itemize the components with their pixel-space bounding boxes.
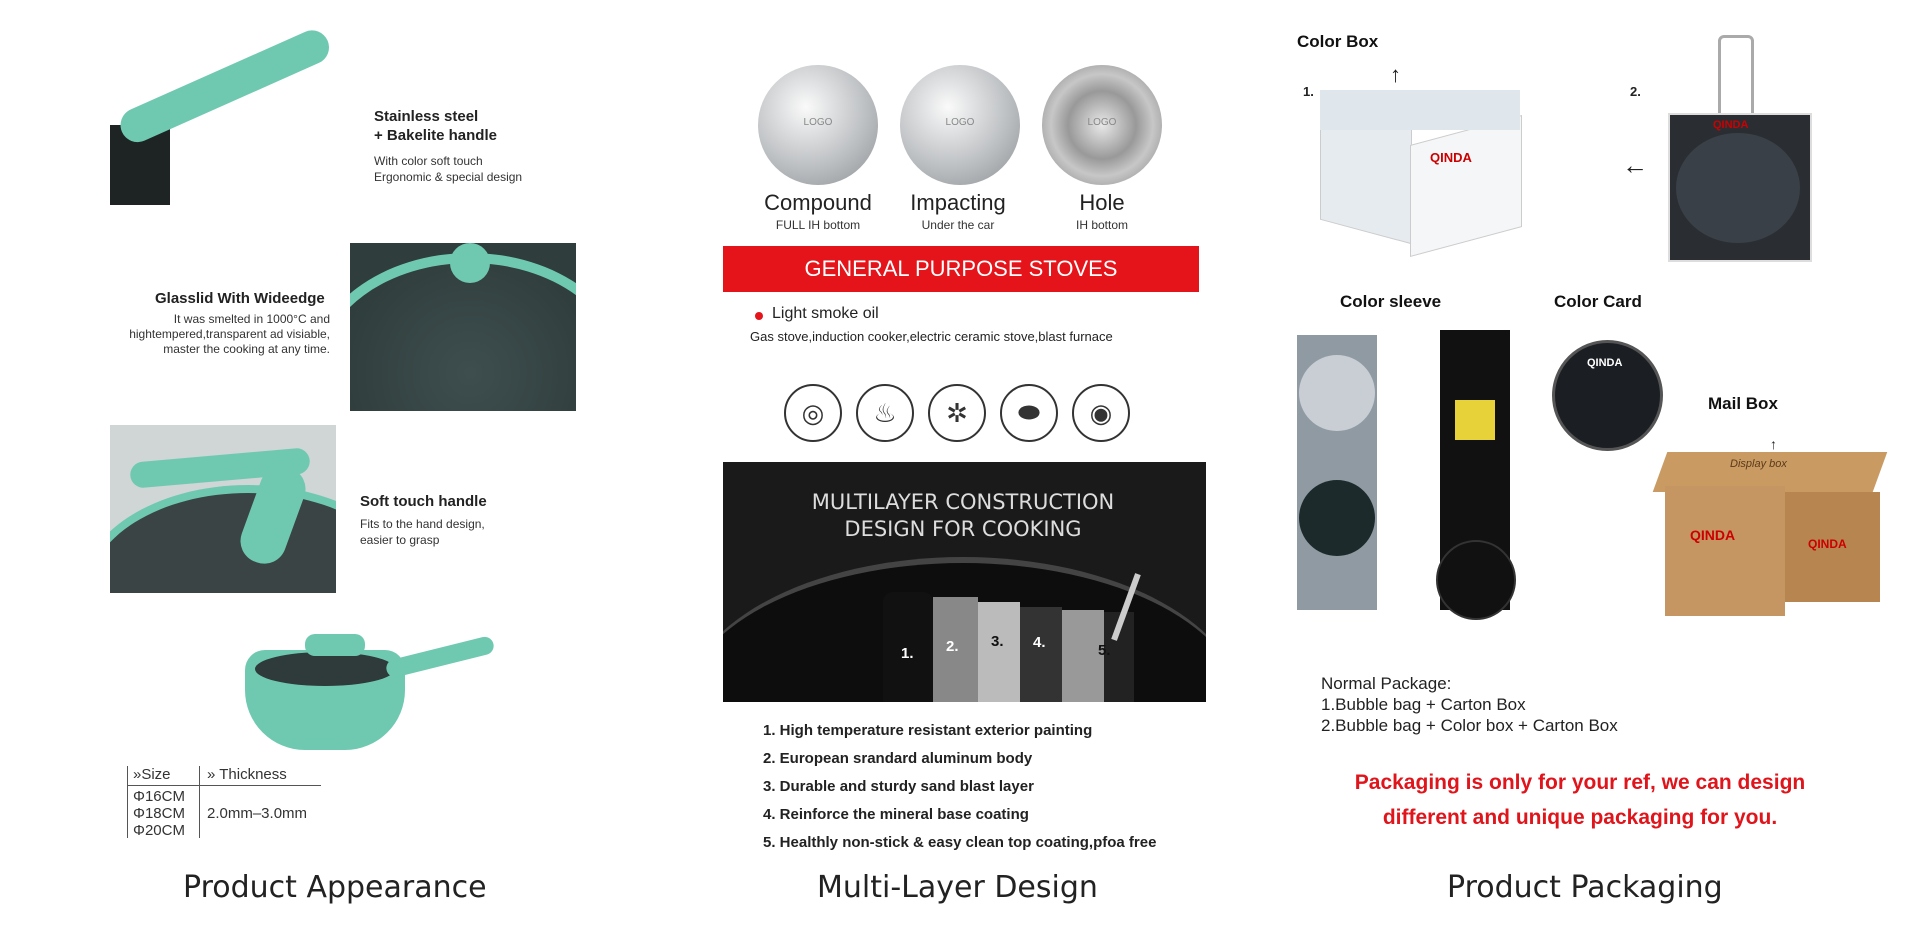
impacting-bottom-disk: LOGO (900, 65, 1020, 185)
stove-types: Gas stove,induction cooker,electric cera… (750, 329, 1113, 344)
handle-desc: With color soft touch (374, 154, 483, 168)
size-table: »Size » Thickness Φ16CM Φ18CM Φ20CM 2.0m… (127, 766, 321, 839)
mail-box-image: Display box QINDA QINDA (1652, 452, 1888, 622)
brand-logo: QINDA (1430, 150, 1472, 165)
handle-title-2: + Bakelite handle (374, 127, 497, 144)
handle-desc-2: Ergonomic & special design (374, 170, 523, 184)
bottom-sub: Under the car (921, 218, 995, 232)
size-header: »Size (133, 766, 171, 783)
list-item: 4. Reinforce the mineral base coating (763, 806, 1029, 823)
option-number: 1. (1303, 84, 1314, 99)
construction-title: MULTILAYER CONSTRUCTION (811, 490, 1115, 514)
bullet-icon (755, 312, 763, 320)
color-card-title: Color Card (1554, 292, 1642, 311)
bottom-name: Impacting (910, 190, 1006, 215)
compound-bottom-disk: LOGO (758, 65, 878, 185)
bottom-sub: IH bottom (1075, 218, 1129, 232)
sleeve-image-2 (1436, 330, 1516, 620)
size-cell: Φ20CM (133, 822, 185, 839)
layer-mark-3: 3. (991, 633, 1004, 650)
list-item: 2. European srandard aluminum body (763, 750, 1033, 767)
induction-coil-icon: ◎ (784, 384, 842, 442)
bottom-sub: FULL IH bottom (775, 218, 861, 232)
packaging-caption: Product Packaging (1447, 870, 1723, 905)
multilayer-caption: Multi-Layer Design (817, 870, 1098, 905)
layer-mark-2: 2. (946, 638, 959, 655)
handle-photo (110, 24, 335, 205)
gas-burner-icon: ✲ (928, 384, 986, 442)
brand-logo: QINDA (1713, 119, 1749, 131)
mail-box-title: Mail Box (1708, 394, 1778, 413)
layer-mark-1: 1. (901, 645, 914, 662)
list-item: 5. Healthly non-stick & easy clean top c… (763, 834, 1157, 851)
ceramic-plate-icon: ⬬ (1000, 384, 1058, 442)
lid-title: Glasslid With Wideedge (155, 290, 325, 307)
lid-desc: It was smelted in 1000°C and hightempere… (129, 312, 330, 356)
normal-package-title: Normal Package: (1321, 674, 1452, 693)
arrow-left-icon: ← (1622, 150, 1648, 180)
color-box-image: QINDA (1320, 90, 1522, 258)
color-sleeve-title: Color sleeve (1340, 292, 1442, 311)
normal-package: Normal Package: 1.Bubble bag + Carton Bo… (1321, 673, 1618, 736)
frying-pan-box-image: QINDA (1668, 35, 1812, 262)
lid-photo (350, 243, 576, 411)
arrow-up-icon: ↑ (1770, 436, 1777, 452)
thickness-cell: 2.0mm–3.0mm (207, 805, 308, 822)
electric-hob-icon: ◉ (1072, 384, 1130, 442)
bottom-name: Compound (764, 190, 872, 215)
normal-package-option: 2.Bubble bag + Color box + Carton Box (1321, 716, 1618, 735)
display-box-label: Display box (1730, 458, 1787, 470)
brand-logo: QINDA (1690, 527, 1736, 543)
layer-mark-5: 5. (1098, 642, 1111, 659)
arrow-up-icon: ↑ (1390, 62, 1401, 87)
construction-title-2: DESIGN FOR COOKING (844, 517, 1082, 541)
saucepan-photo (245, 630, 496, 760)
thickness-header: » Thickness (207, 766, 287, 783)
size-cell: Φ16CM (133, 788, 185, 805)
list-item: 1. High temperature resistant exterior p… (763, 722, 1093, 739)
construction-image: MULTILAYER CONSTRUCTION DESIGN FOR COOKI… (723, 462, 1206, 702)
soft-desc-2: easier to grasp (360, 533, 440, 547)
packaging-notice: Packaging is only for your ref, we can d… (1354, 771, 1806, 829)
list-item: 3. Durable and sturdy sand blast layer (763, 778, 1034, 795)
bottom-name: Hole (1079, 190, 1125, 215)
layer-mark-4: 4. (1033, 634, 1046, 651)
size-cell: Φ18CM (133, 805, 185, 822)
layer-list: 1. High temperature resistant exterior p… (763, 717, 1156, 857)
color-box-title: Color Box (1297, 32, 1379, 51)
brand-logo: QINDA (1587, 357, 1623, 369)
color-card-image: QINDA (1552, 340, 1663, 451)
normal-package-option: 1.Bubble bag + Carton Box (1321, 695, 1526, 714)
handle-title: Stainless steel (374, 108, 479, 125)
sleeve-image-1 (1297, 335, 1377, 610)
smoke-oil-label: Light smoke oil (772, 305, 879, 322)
hole-bottom-disk: LOGO (1042, 65, 1162, 185)
appearance-caption: Product Appearance (183, 870, 487, 905)
soft-title: Soft touch handle (360, 493, 487, 510)
brand-logo: QINDA (1808, 537, 1847, 551)
soft-handle-photo (110, 425, 336, 593)
option-number: 2. (1630, 84, 1641, 99)
soft-desc: Fits to the hand design, (360, 517, 485, 531)
stoves-banner: GENERAL PURPOSE STOVES (723, 246, 1199, 292)
flame-icon: ♨ (856, 384, 914, 442)
